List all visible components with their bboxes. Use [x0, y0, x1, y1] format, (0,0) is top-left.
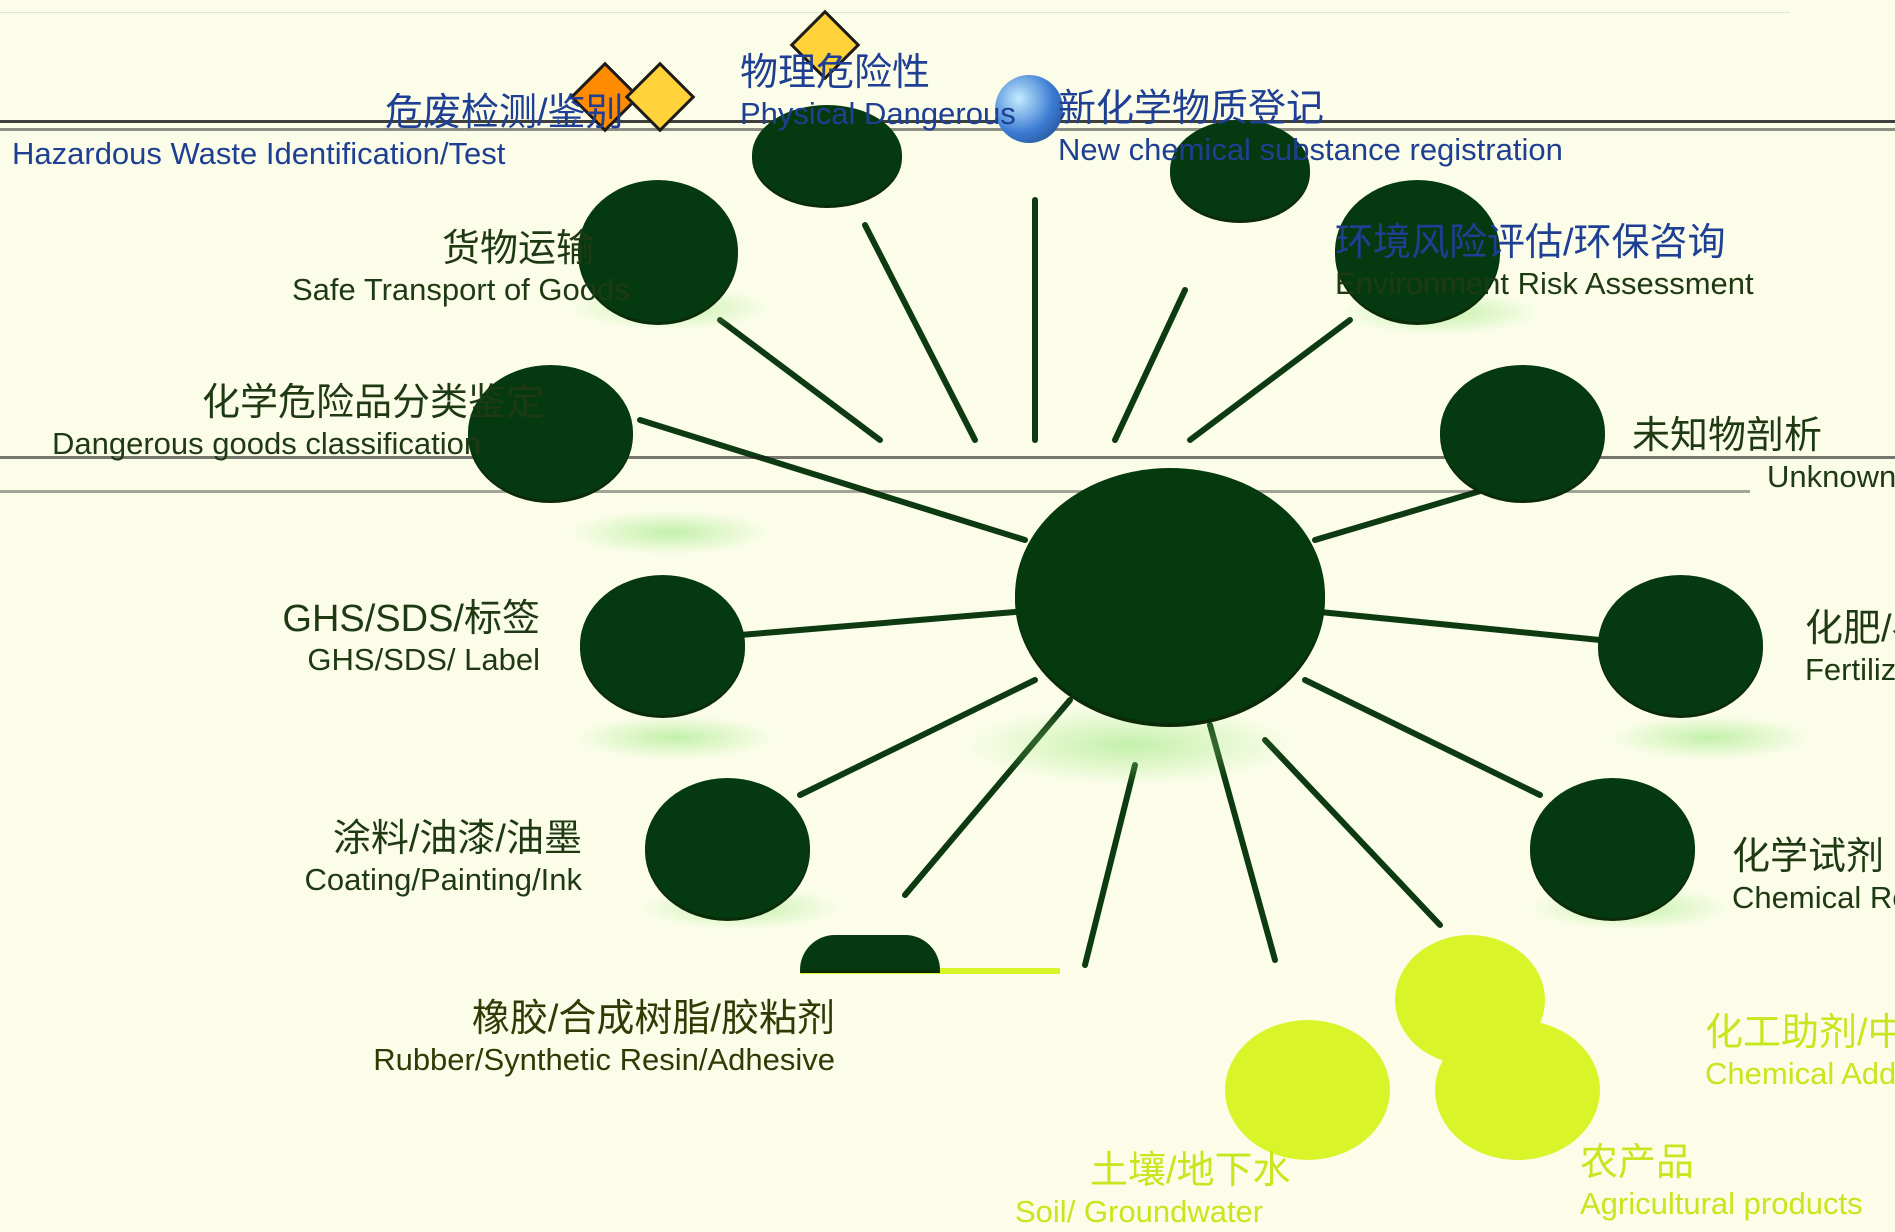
node-classification[interactable]: [468, 365, 633, 500]
label-transport: 货物运输 Safe Transport of Goods: [292, 228, 630, 307]
hub-circle: [1015, 468, 1325, 723]
node-hazardous-waste[interactable]: [752, 105, 902, 205]
node-shadow: [570, 510, 770, 555]
link-transport: [717, 317, 883, 443]
node-rubber[interactable]: [800, 968, 1060, 974]
node-coating[interactable]: [645, 778, 810, 918]
label-env-risk: 环境风险评估/环保咨询 Environment Risk Assessment: [1335, 222, 1754, 301]
label-unknown: 未知物剖析 Unknown: [1632, 415, 1895, 494]
label-soil: 土壤/地下水 Soil/ Groundwater: [1015, 1150, 1291, 1229]
node-ghs[interactable]: [580, 575, 745, 715]
node-additive[interactable]: [1395, 935, 1545, 1065]
node-transport[interactable]: [578, 180, 738, 322]
link-classification: [637, 417, 1028, 543]
label-new-substance: 新化学物质登记 New chemical substance registrat…: [1058, 88, 1563, 167]
label-classification: 化学危险品分类鉴定 Dangerous goods classification: [52, 382, 545, 461]
link-new-substance: [1112, 287, 1188, 443]
label-physical-danger: 物理危险性 Physical Dangerous: [740, 52, 1016, 131]
node-reagent[interactable]: [1530, 778, 1695, 918]
link-soil: [1082, 762, 1138, 968]
node-shadow: [575, 715, 775, 760]
label-hazardous-waste-en: Hazardous Waste Identification/Test: [12, 136, 506, 171]
globe-icon: [995, 75, 1063, 143]
top-border: [0, 0, 1790, 13]
node-new-substance[interactable]: [1170, 120, 1310, 220]
label-rubber: 橡胶/合成树脂/胶粘剂 Rubber/Synthetic Resin/Adhes…: [373, 998, 835, 1077]
node-soil[interactable]: [1225, 1020, 1390, 1160]
label-agri: 农产品 Agricultural products: [1580, 1142, 1863, 1221]
label-hazardous-waste: 危废检测/鉴别: [385, 92, 624, 134]
label-reagent: 化学试剂 Chemical Reagent: [1732, 836, 1895, 915]
label-ghs: GHS/SDS/标签 GHS/SDS/ Label: [282, 598, 540, 677]
link-ghs: [737, 609, 1018, 638]
scan-band: [0, 490, 1750, 493]
node-rubber-top[interactable]: [800, 935, 940, 970]
link-hazardous-waste: [862, 222, 978, 443]
link-fertilizer: [1317, 609, 1603, 643]
label-fertilizer: 化肥/农药 Fertilizer/Pesticide: [1805, 608, 1895, 687]
node-env-risk[interactable]: [1335, 180, 1500, 322]
link-coating: [797, 677, 1038, 798]
node-fertilizer[interactable]: [1598, 575, 1763, 715]
link-reagent: [1302, 677, 1543, 798]
node-shadow: [1610, 715, 1810, 760]
link-env-risk: [1187, 317, 1353, 443]
label-additive: 化工助剂/中间体 Chemical Additive/Intermediate: [1705, 1012, 1895, 1091]
scan-band: [0, 456, 1895, 459]
scan-band: [0, 128, 1895, 131]
scan-band: [0, 120, 1895, 123]
link-additive: [1262, 737, 1443, 928]
node-unknown[interactable]: [1440, 365, 1605, 500]
label-coating: 涂料/油漆/油墨 Coating/Painting/Ink: [304, 818, 582, 897]
